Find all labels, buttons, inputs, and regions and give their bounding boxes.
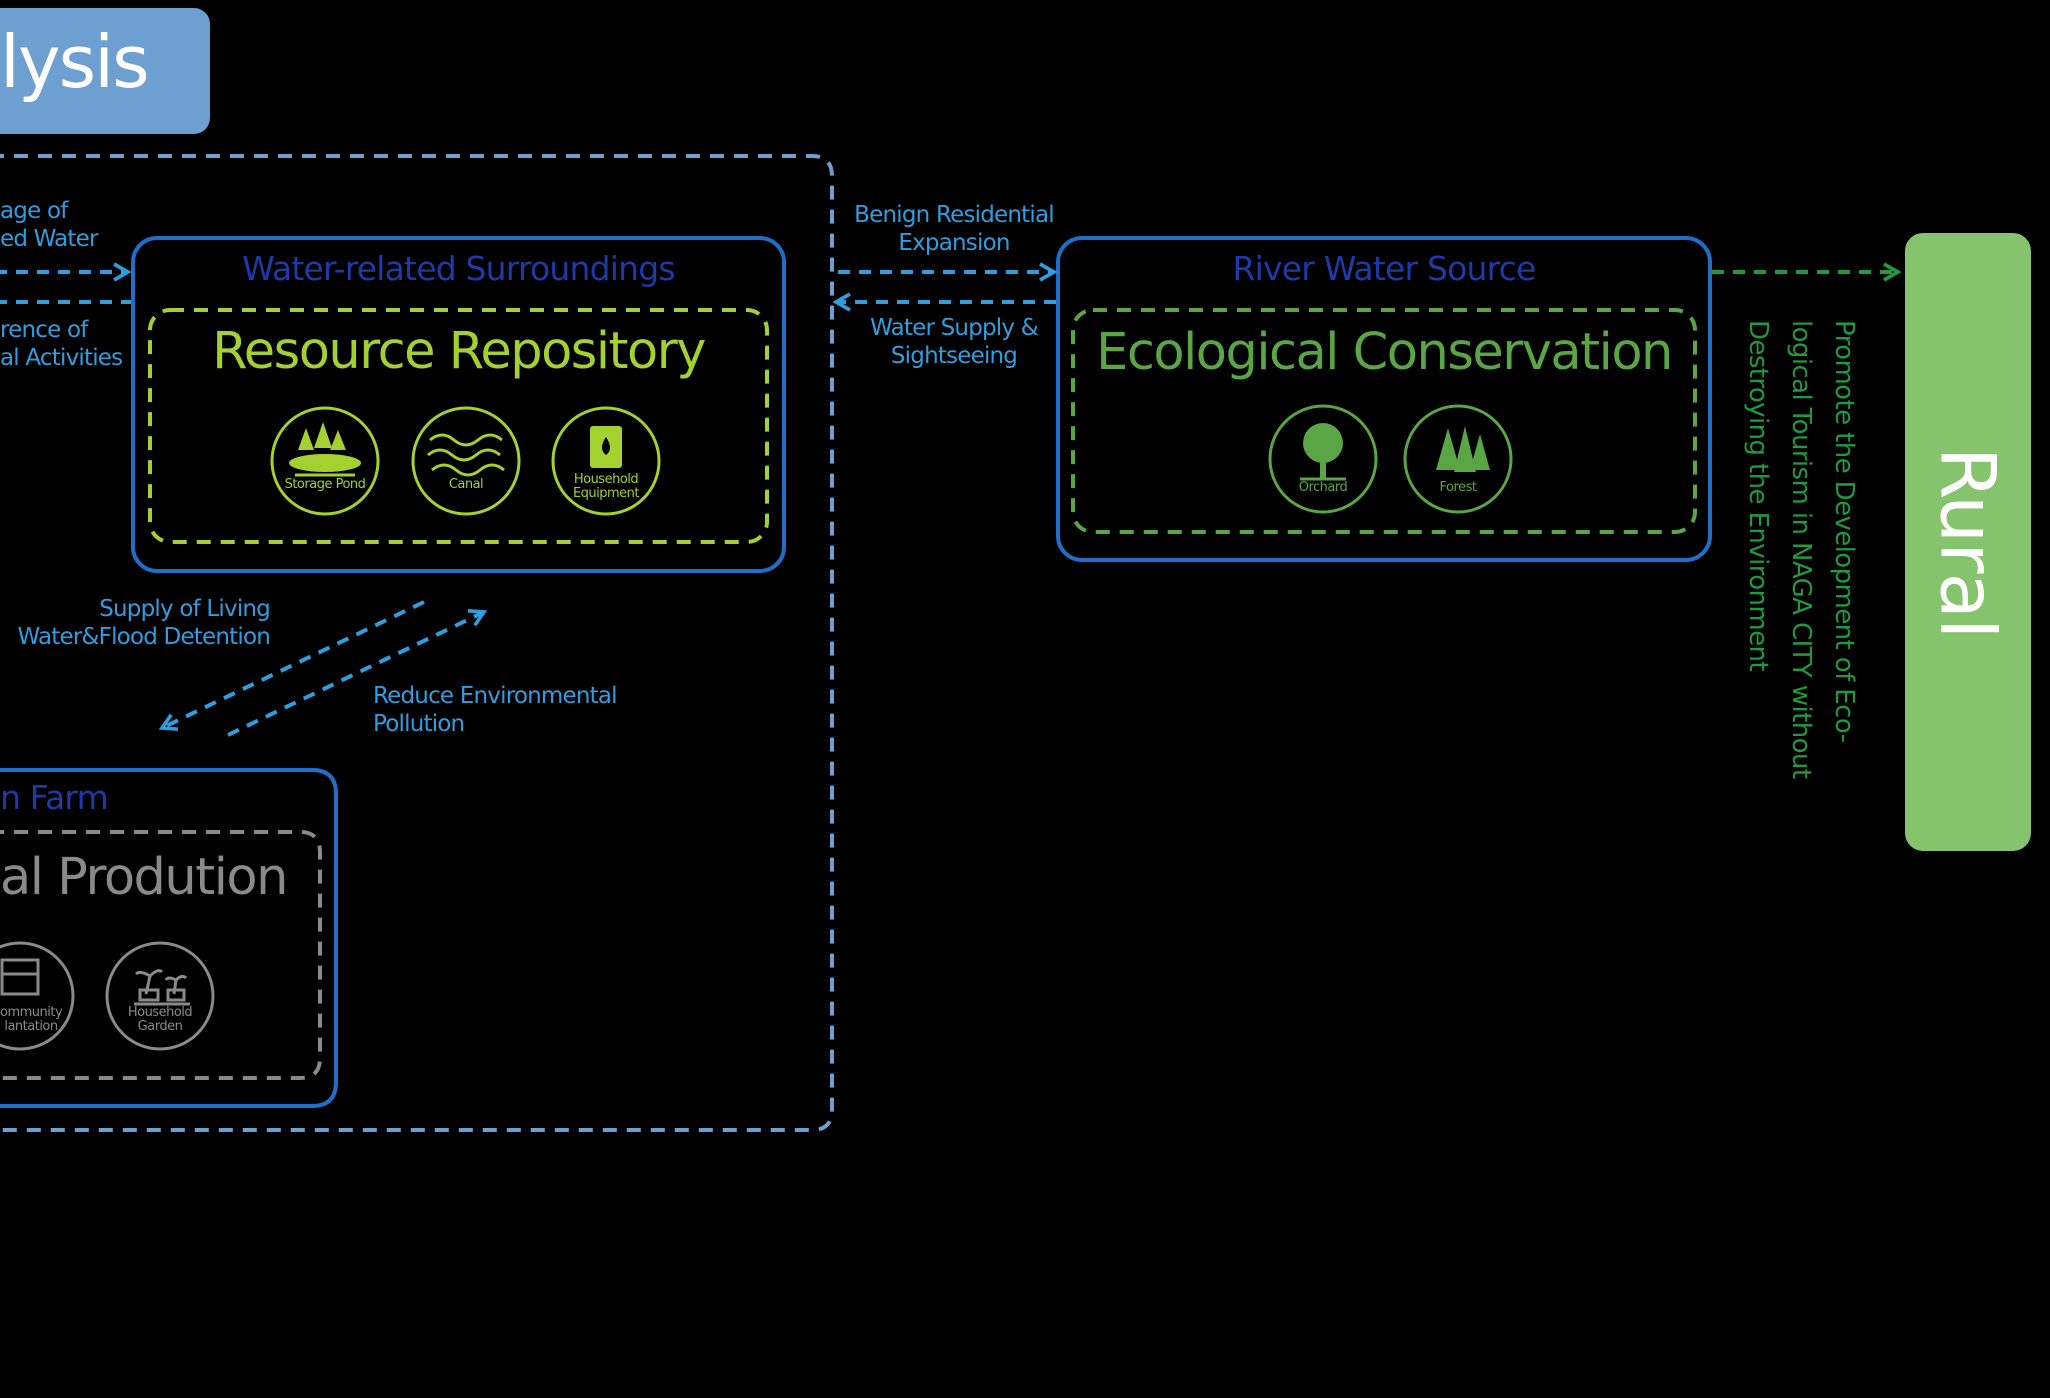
household-garden-line1: Household — [127, 1005, 193, 1020]
farm-box-header: n Farm — [0, 778, 109, 817]
living-line1: Supply of Living — [99, 596, 271, 622]
reduce-pollution-label: Reduce Environmental Pollution — [373, 683, 618, 738]
benign-line1: Benign Residential — [854, 202, 1054, 228]
household-garden-line2: Garden — [137, 1019, 183, 1035]
forest-icon — [1403, 404, 1513, 514]
outer-dashed-frame — [0, 154, 834, 1132]
left-label-bottom-line1: rence of — [0, 317, 88, 343]
left-label-top-line1: age of — [0, 198, 68, 224]
forest-label: Forest — [1439, 480, 1477, 495]
household-garden-label: Household Garden — [115, 1005, 205, 1035]
canal-label: Canal — [448, 477, 484, 492]
household-equipment-icon — [551, 406, 661, 516]
canal-icon — [411, 406, 521, 516]
benign-line2: Expansion — [898, 229, 1010, 256]
river-box-frame — [1056, 236, 1712, 562]
community-plantation-line2: lantation — [4, 1019, 58, 1035]
rural-box — [1905, 233, 2031, 851]
river-inner-dashed — [1071, 308, 1697, 534]
community-plantation-line1: ommunity — [0, 1005, 63, 1020]
household-garden-icon — [105, 941, 215, 1051]
orchard-label: Orchard — [1298, 480, 1348, 495]
river-box-header: River Water Source — [1232, 249, 1537, 288]
pollution-line1: Reduce Environmental — [373, 683, 618, 709]
left-label-bottom: rence of al Activities — [0, 317, 123, 372]
supply-line1: Water Supply & — [870, 315, 1039, 341]
title-banner — [0, 8, 210, 134]
water-box-header: Water-related Surroundings — [242, 249, 675, 288]
arrow-pollution — [227, 609, 488, 737]
promote-text: Promote the Development of Eco- logical … — [1736, 320, 1865, 840]
community-plantation-icon — [0, 941, 75, 1051]
storage-pond-icon — [270, 406, 380, 516]
farm-inner-dashed — [0, 830, 322, 1080]
promote-line1: Promote the Development of Eco- — [1829, 320, 1859, 743]
storage-pond-label: Storage Pond — [284, 477, 366, 492]
orchard-icon — [1268, 404, 1378, 514]
left-label-bottom-line2: al Activities — [0, 344, 123, 371]
living-water-label: Supply of Living Water&Flood Detention — [14, 596, 271, 651]
household-equipment-label: Household Equipment — [572, 472, 640, 502]
page-title: lysis — [0, 20, 150, 104]
water-inner-dashed — [148, 308, 769, 544]
rural-label: Rural — [1923, 446, 2013, 638]
water-box-frame — [131, 236, 786, 573]
promote-line3: Destroying the Environment — [1743, 320, 1773, 671]
left-label-top: age of ed Water — [0, 198, 98, 253]
benign-expansion-label: Benign Residential Expansion — [834, 202, 1074, 257]
farm-box-title: al Prodution — [0, 848, 288, 907]
water-supply-label: Water Supply & Sightseeing — [834, 315, 1074, 370]
water-box-title: Resource Repository — [212, 322, 706, 381]
promote-line2: logical Tourism in NAGA CITY without — [1786, 320, 1816, 779]
rural-label-wrap: Rural — [1905, 233, 2031, 851]
arrow-living — [158, 600, 425, 731]
farm-box-frame — [0, 768, 338, 1108]
river-box-title: Ecological Conservation — [1096, 323, 1673, 382]
left-label-top-line2: ed Water — [0, 225, 98, 252]
pollution-line2: Pollution — [373, 710, 465, 737]
supply-line2: Sightseeing — [890, 342, 1018, 369]
community-plantation-label: ommunity lantation — [0, 1005, 63, 1035]
living-line2: Water&Flood Detention — [17, 623, 271, 650]
